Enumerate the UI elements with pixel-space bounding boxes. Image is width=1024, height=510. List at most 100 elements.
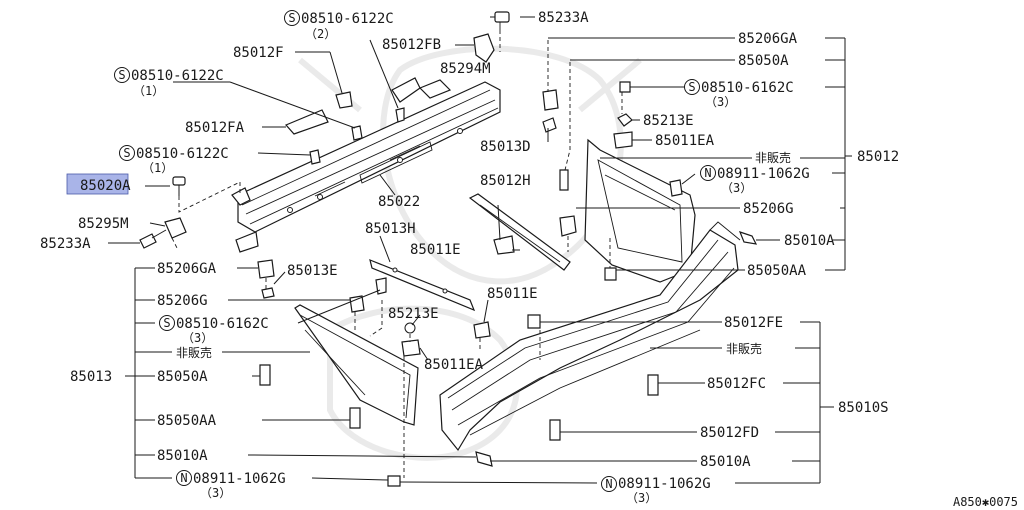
label-not-for-sale-left: 非販売 — [176, 345, 212, 360]
reference-code: A850✱0075 — [953, 495, 1018, 509]
clip-85011EA-right — [613, 131, 633, 149]
side-bracket-85013 — [294, 304, 419, 426]
fastener-parts — [139, 11, 758, 487]
label-85011E-mid: 85011E — [410, 242, 461, 258]
label-08911-1062G-3-left: 08911-1062G — [193, 471, 286, 487]
label-qty-3-nut-bottom: （3） — [626, 491, 657, 505]
label-08510-6122C-1a: 08510-6122C — [131, 68, 224, 84]
label-85050AA-right: 85050AA — [747, 263, 807, 279]
part-labels: 08510-6122C （2） 85233A 85206GA 85012F 85… — [40, 10, 1018, 509]
bolt-85050AA-right — [604, 267, 617, 281]
clip-85012FE — [527, 314, 541, 329]
label-not-for-sale-right: 非販売 — [755, 150, 791, 165]
label-08510-6122C-1b: 08510-6122C — [136, 146, 229, 162]
bumper-fascia-85010S — [439, 221, 741, 452]
label-85012FA: 85012FA — [185, 120, 245, 136]
clip-85206G-right — [559, 215, 577, 237]
bolt-85050AA-left — [349, 407, 361, 429]
label-85206GA-left: 85206GA — [157, 261, 217, 277]
reinforcement-beam-85022 — [231, 79, 501, 253]
bolt-85050A-left — [259, 364, 271, 386]
nut-mark: N — [180, 471, 187, 485]
label-85012: 85012 — [857, 149, 899, 165]
label-85050AA-left: 85050AA — [157, 413, 217, 429]
bolt-85050A-right — [559, 169, 569, 191]
screw-mark: S — [118, 68, 125, 82]
label-not-for-sale-bumper: 非販売 — [726, 341, 762, 356]
label-08911-1062G-3-right: 08911-1062G — [717, 166, 810, 182]
label-85050A-left: 85050A — [157, 369, 208, 385]
label-85213E-left: 85213E — [388, 306, 439, 322]
label-85012F: 85012F — [233, 45, 284, 61]
label-85013: 85013 — [70, 369, 112, 385]
clip-85206GA-right — [542, 89, 559, 111]
label-85010A-right: 85010A — [784, 233, 835, 249]
nut-08911-left — [387, 475, 401, 487]
screw-mark: S — [123, 146, 130, 160]
label-qty-3-nut-right: （3） — [721, 181, 752, 195]
assembly-lines — [171, 30, 623, 478]
label-08510-6162C-3-right: 08510-6162C — [701, 80, 794, 96]
clip-85013E — [261, 287, 275, 299]
label-85206G-left: 85206G — [157, 293, 208, 309]
label-qty-2: （2） — [305, 27, 336, 41]
clip-85011E-lower — [473, 321, 491, 339]
label-85012FD: 85012FD — [700, 425, 759, 441]
nut-08911-right — [669, 179, 683, 197]
label-85010A-lower: 85010A — [700, 454, 751, 470]
label-85012FE: 85012FE — [724, 315, 783, 331]
label-85012FC: 85012FC — [707, 376, 766, 392]
label-85010A-left: 85010A — [157, 448, 208, 464]
label-qty-3-left: （3） — [182, 331, 213, 345]
label-85294M: 85294M — [440, 61, 491, 77]
label-85013H: 85013H — [365, 221, 416, 237]
screw-mark: S — [688, 80, 695, 94]
label-85012H: 85012H — [480, 173, 531, 189]
side-frame-85012 — [584, 138, 696, 283]
strip-bracket-85013H — [369, 259, 476, 312]
clip-85011E-mid — [493, 235, 515, 255]
clip-85206G-left — [349, 295, 365, 313]
symbol-marks: S S S S N S N N — [114, 10, 716, 492]
bolt-85233A-top — [490, 11, 510, 30]
clip-85012F — [335, 91, 353, 109]
label-08510-6122C-2: 08510-6122C — [301, 11, 394, 27]
leader-lines — [108, 16, 852, 484]
screw-mark: S — [288, 11, 295, 25]
strip-bracket-85012H — [468, 193, 571, 271]
label-qty-3-nut-left: （3） — [200, 486, 231, 500]
label-85233A-top: 85233A — [538, 10, 589, 26]
clip-85012FC — [647, 374, 659, 396]
clip-85012FA — [284, 109, 329, 135]
label-08911-1062G-3-bottom: 08911-1062G — [618, 476, 711, 492]
label-08510-6162C-3-left: 08510-6162C — [176, 316, 269, 332]
label-85011EA-right: 85011EA — [655, 133, 715, 149]
label-qty-1a: （1） — [133, 84, 164, 98]
bolt-85020A — [172, 176, 186, 196]
nut-mark: N — [704, 166, 711, 180]
clip-85012FD — [549, 419, 561, 441]
label-qty-3-right: （3） — [705, 95, 736, 109]
label-85295M: 85295M — [78, 216, 129, 232]
bolt-85233A-left — [139, 229, 167, 249]
label-85233A-left: 85233A — [40, 236, 91, 252]
nut-mark: N — [605, 477, 612, 491]
label-85213E-right: 85213E — [643, 113, 694, 129]
label-85206GA-right: 85206GA — [738, 31, 798, 47]
highlight-85020A — [66, 173, 129, 195]
bolt-85010A-lower — [475, 451, 493, 467]
clip-85011EA-left — [401, 339, 421, 357]
screw-mark: S — [163, 316, 170, 330]
label-85011E-lower: 85011E — [487, 286, 538, 302]
label-85013E: 85013E — [287, 263, 338, 279]
label-85011EA-left: 85011EA — [424, 357, 484, 373]
label-85013D: 85013D — [480, 139, 531, 155]
label-qty-1b: （1） — [142, 161, 173, 175]
bolt-85010A-right — [738, 231, 758, 245]
clip-85012FB — [391, 77, 421, 103]
label-85010S: 85010S — [838, 400, 889, 416]
washer-85213E-left — [404, 322, 416, 334]
label-85022: 85022 — [378, 194, 420, 210]
